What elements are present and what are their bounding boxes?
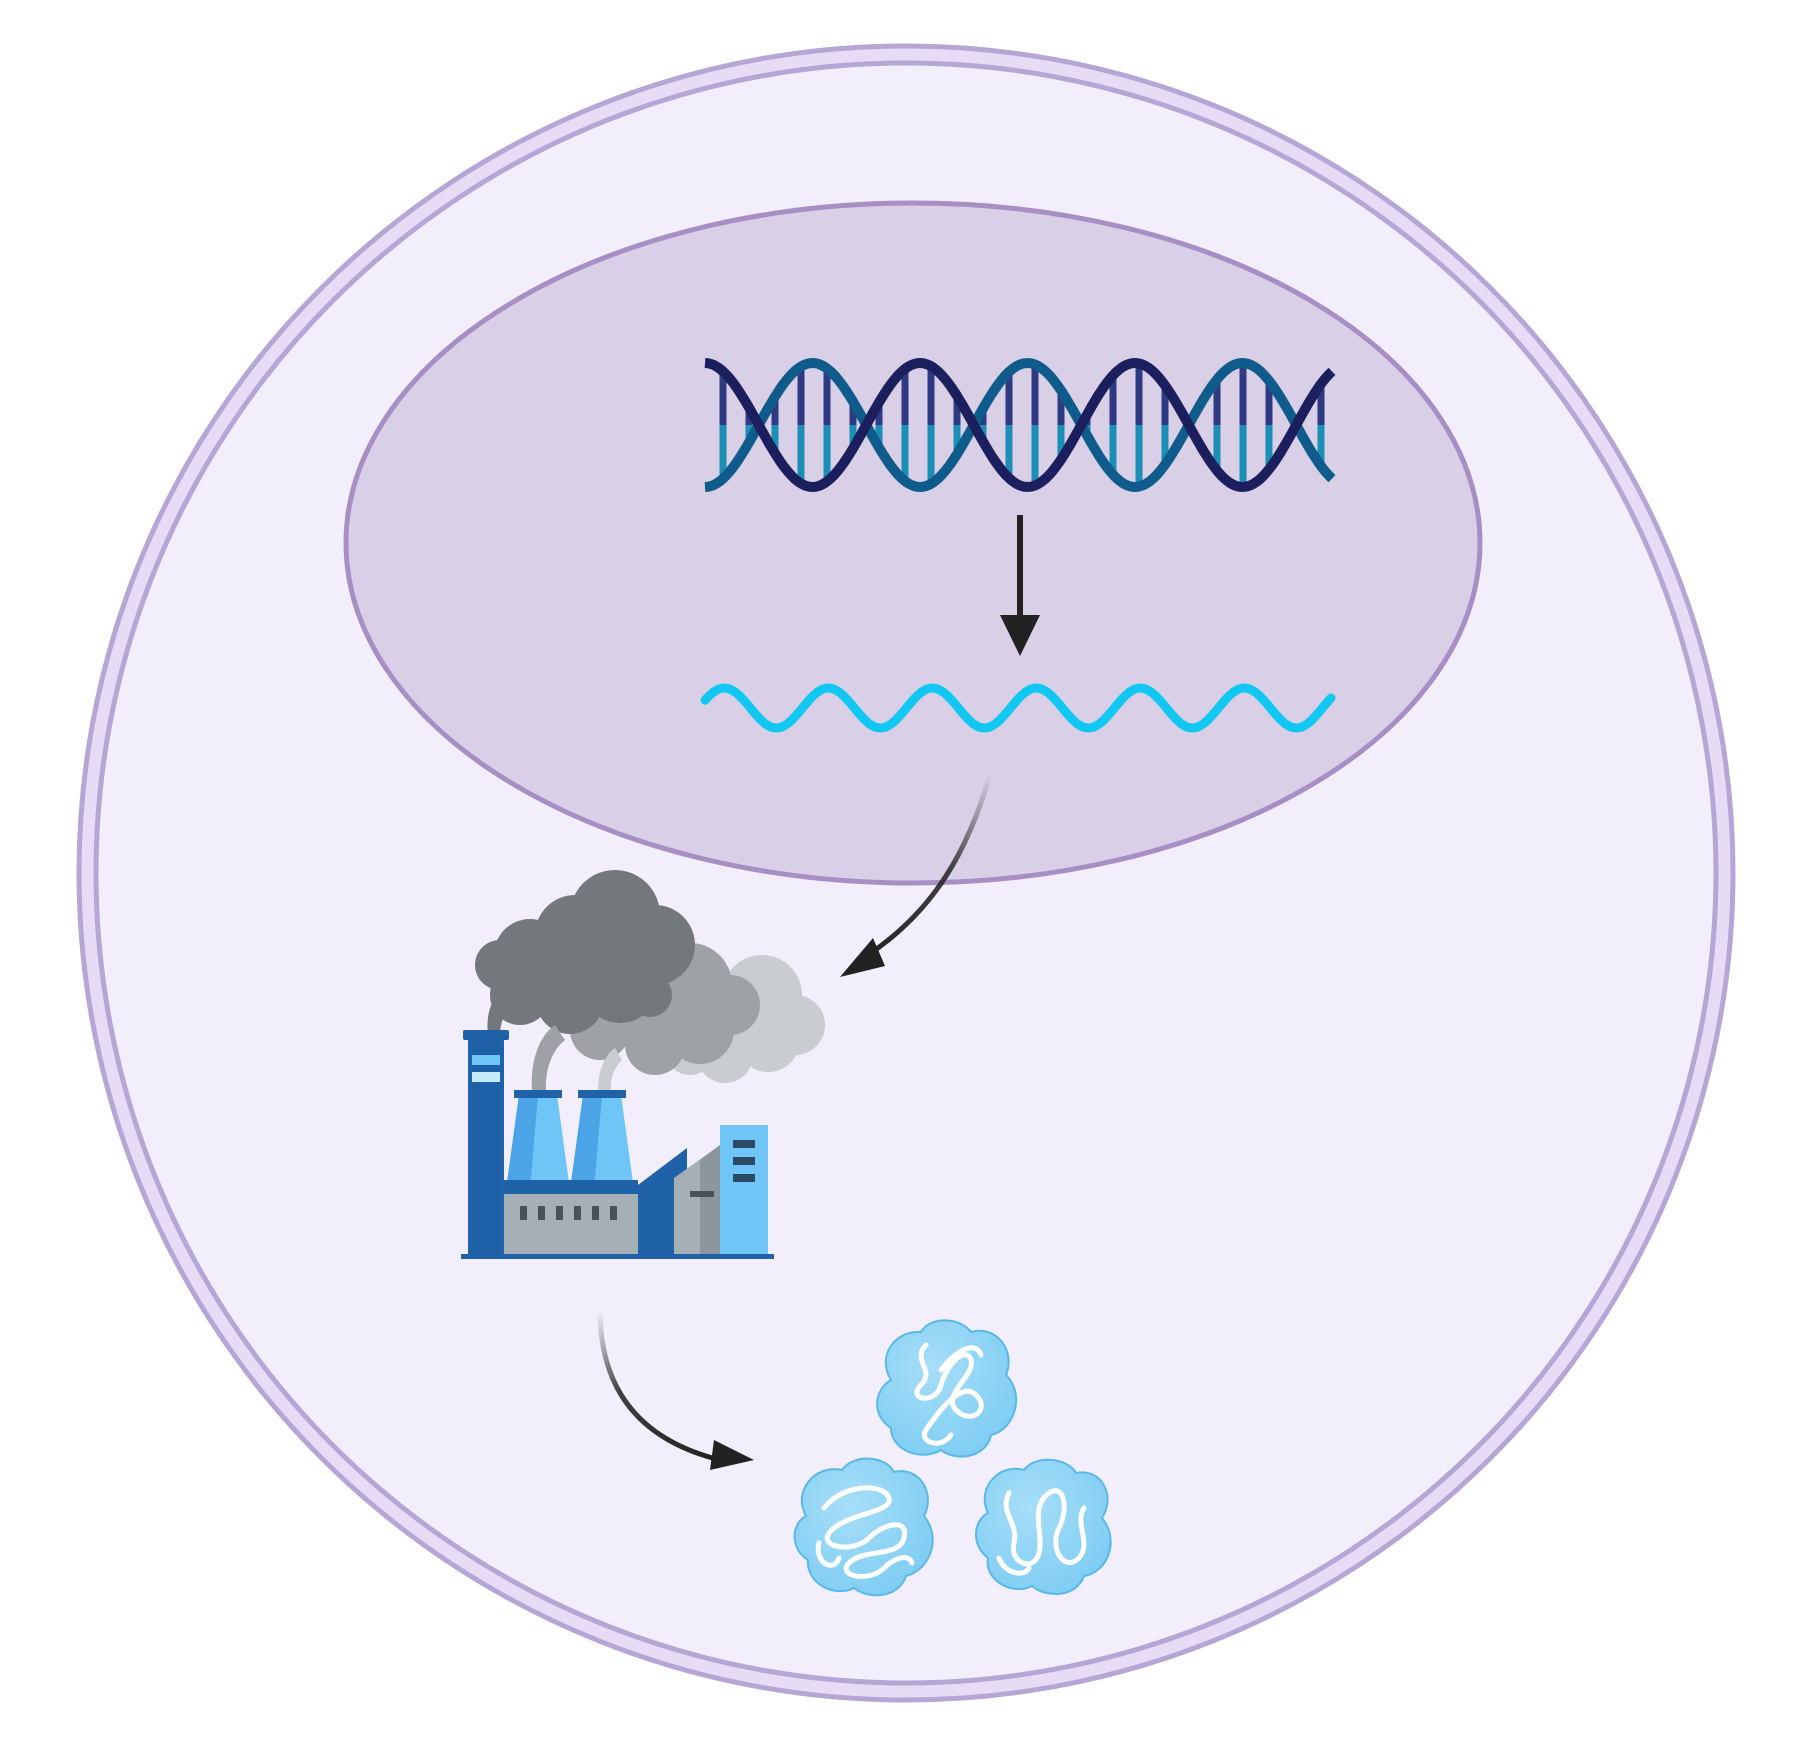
smoke-icon — [475, 870, 825, 1090]
factory-icon — [461, 870, 825, 1259]
folded-protein-icon — [876, 1319, 1017, 1458]
dna-strand-dark — [704, 357, 1336, 493]
dna-double-helix-icon — [704, 357, 1336, 493]
proteins-group — [793, 1319, 1112, 1597]
mrna-strand-icon — [700, 683, 1336, 733]
folded-protein-icon — [975, 1458, 1112, 1596]
dna-strand-teal — [704, 357, 1336, 493]
translation-curved-arrow — [597, 1309, 754, 1470]
transcription-arrow — [1000, 515, 1040, 656]
nucleus-icon — [343, 200, 1483, 886]
folded-protein-icon — [793, 1457, 934, 1597]
export-curved-arrow — [840, 774, 993, 977]
